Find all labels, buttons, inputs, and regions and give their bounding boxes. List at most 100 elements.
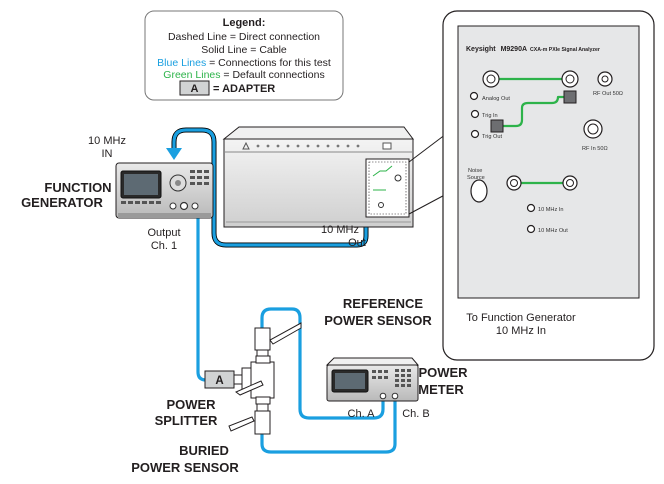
- pm-chb-label: Ch. B: [402, 408, 430, 420]
- to-fg-label-1: To Function Generator: [466, 312, 576, 324]
- fg-knob-center: [175, 180, 181, 186]
- ref-sensor-label-1: REFERENCE: [343, 296, 424, 311]
- adapter-nut: [233, 374, 243, 385]
- fg-10mhz-in-arrow: [166, 148, 182, 160]
- legend-adapter-letter: A: [191, 83, 199, 95]
- module-trig-in-port: [470, 109, 480, 119]
- buried-sensor-cable: [260, 396, 397, 454]
- fg-port-sync: [169, 202, 177, 210]
- module-ref-in-label: 10 MHz In: [538, 207, 564, 213]
- module-analog-out-port: [469, 91, 479, 101]
- legend: Legend: Dashed Line = Direct connection …: [144, 10, 344, 101]
- module-trig-in-label: Trig In: [482, 113, 498, 119]
- fg-in-label-1: 10 MHz: [88, 135, 126, 147]
- module-adapter-trig: [490, 119, 504, 133]
- buried-sensor-connector: [256, 403, 269, 412]
- module-trig-out-port: [470, 129, 480, 139]
- pm-label-1: POWER: [418, 365, 468, 380]
- splitter-bottom-port: [255, 396, 271, 405]
- chassis-module-m9290a: [365, 158, 410, 218]
- legend-green-word: Green Lines: [163, 69, 220, 81]
- buried-sensor-pointer: [228, 416, 255, 432]
- module-desc: CXA-m PXIe Signal Analyzer: [530, 47, 600, 53]
- ref-sensor-cable: [260, 307, 385, 420]
- pm-top: [325, 357, 420, 366]
- fg-port-output-ch1: [179, 201, 189, 211]
- module-ref-out-port: [526, 224, 536, 234]
- module-noise-label-1: Noise: [468, 168, 482, 174]
- pm-keys: [372, 369, 411, 387]
- power-meter: [325, 357, 420, 402]
- fg-screen-inner: [124, 174, 158, 195]
- fg-keypad: [121, 170, 209, 204]
- ref-sensor-label-2: POWER SENSOR: [324, 313, 432, 328]
- legend-adapter-text: = ADAPTER: [213, 83, 275, 95]
- module-model: M9290A: [501, 46, 527, 53]
- splitter-assembly: A: [204, 327, 275, 435]
- pm-cha-label: Ch. A: [348, 408, 376, 420]
- legend-title: Legend:: [223, 17, 266, 29]
- green-link-trig: [498, 95, 570, 128]
- chassis-mini-ref-out: [378, 202, 384, 208]
- legend-box: [144, 10, 344, 101]
- ref-sensor-pointer: [269, 322, 302, 345]
- module-noise-source-port: [470, 179, 488, 203]
- fg-port-ch2: [191, 202, 199, 210]
- buried-label-2: POWER SENSOR: [131, 460, 239, 475]
- splitter-top-port: [255, 355, 271, 364]
- module-analog-out-label: Analog Out: [482, 96, 510, 102]
- module-ref-in-port: [526, 203, 536, 213]
- fg-foot: [118, 213, 211, 218]
- reference-sensor-body: [254, 327, 271, 351]
- splitter-body-left: [250, 361, 275, 399]
- splitter-label-1: POWER: [166, 397, 216, 412]
- pm-port-chb: [391, 392, 399, 400]
- module-rf-in-inner: [587, 123, 599, 135]
- adapter-label: A: [215, 375, 223, 387]
- legend-blue-word: Blue Lines: [157, 57, 206, 69]
- buried-sensor-body: [254, 410, 271, 435]
- module-ref-out-label: 10 MHz Out: [538, 228, 568, 234]
- legend-adapter-box: [179, 80, 210, 96]
- module-front-panel: [457, 25, 640, 299]
- fg-name-1: FUNCTION: [44, 180, 111, 195]
- fg-output-label-1: Output: [147, 227, 180, 239]
- pm-screen-inner: [335, 373, 365, 389]
- chassis-power-icon: [382, 142, 392, 150]
- module-adapter-top: [563, 90, 577, 104]
- chassis-slot-screws: [256, 144, 360, 148]
- chassis-mini-rf-in: [394, 174, 402, 182]
- legend-green-rest: = Default connections: [221, 69, 325, 81]
- fg-name-2: GENERATOR: [21, 195, 103, 210]
- fg-output-label-2: Ch. 1: [151, 240, 177, 252]
- splitter-label-2: SPLITTER: [155, 413, 218, 428]
- function-generator: [115, 162, 214, 219]
- module-port-tr-inner: [565, 74, 575, 84]
- legend-solid: Solid Line = Cable: [201, 44, 287, 56]
- chassis-warning-icon: [242, 141, 250, 150]
- fg-in-label-2: IN: [102, 148, 113, 160]
- chassis-out-label-2: Out: [348, 237, 366, 249]
- chassis-module-outline: [368, 161, 407, 215]
- module-noise-label-2: Source: [467, 175, 485, 181]
- legend-green: Green Lines = Default connections: [163, 69, 324, 81]
- module-rf-in-label: RF In 50Ω: [582, 146, 608, 152]
- module-ref-loop-left-inner: [510, 179, 518, 187]
- buried-label-1: BURIED: [179, 443, 229, 458]
- pm-label-2: METER: [418, 382, 464, 397]
- module-ref-loop-right-inner: [566, 179, 574, 187]
- to-fg-label-2: 10 MHz In: [496, 325, 546, 337]
- legend-blue-rest: = Connections for this test: [206, 57, 331, 69]
- pm-port-cha: [379, 392, 387, 400]
- module-port-tl-inner: [486, 74, 496, 84]
- pxi-chassis: [222, 126, 414, 228]
- legend-dashed: Dashed Line = Direct connection: [168, 31, 320, 43]
- module-rf-out-inner: [601, 75, 609, 83]
- module-brand: Keysight: [466, 46, 496, 53]
- chassis-out-label-1: 10 MHz: [321, 224, 359, 236]
- fg-output-cable: [183, 203, 210, 382]
- chassis-top: [222, 126, 414, 140]
- module-rf-out-label: RF Out 50Ω: [593, 91, 623, 97]
